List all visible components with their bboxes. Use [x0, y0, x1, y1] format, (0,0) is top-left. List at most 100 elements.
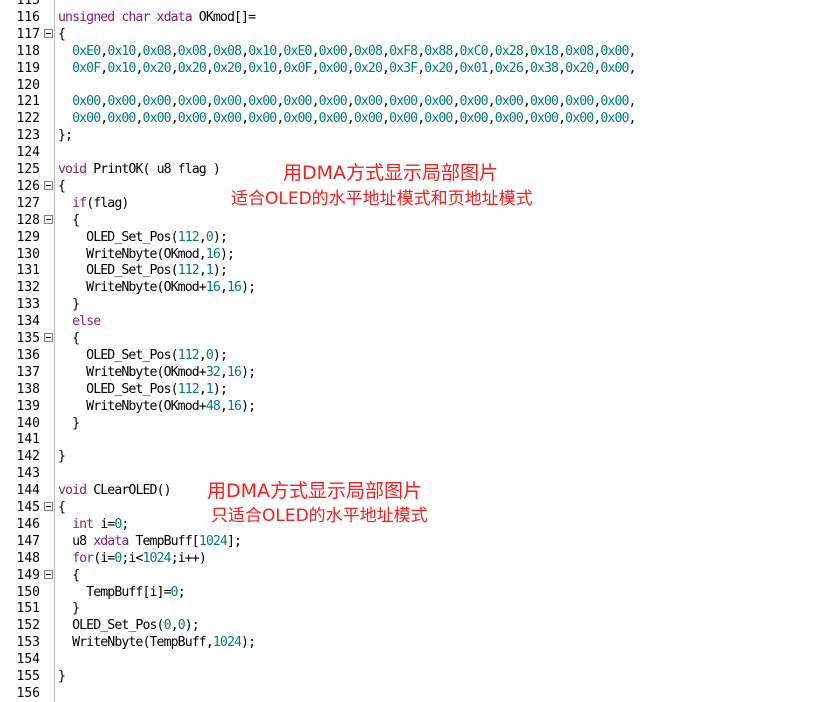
code-line[interactable]: 145{	[0, 499, 818, 516]
code-number: 112	[177, 263, 200, 279]
line-number: 154	[16, 652, 40, 668]
code-token: ,	[593, 111, 601, 127]
code-number: 0x08	[353, 43, 383, 59]
code-token: ,	[219, 280, 228, 296]
code-line[interactable]: 134 else	[0, 313, 818, 330]
code-token: u8	[58, 533, 94, 549]
code-token: ,	[219, 398, 228, 414]
code-line[interactable]: 149 {	[0, 567, 818, 584]
code-line[interactable]: 154	[0, 651, 818, 668]
code-line[interactable]: 115	[0, 0, 818, 9]
code-line[interactable]: 136 OLED_Set_Pos(112,0);	[0, 347, 818, 364]
code-token: ;	[121, 516, 129, 532]
code-line[interactable]: 148 for(i=0;i<1024;i++)	[0, 550, 818, 567]
code-line[interactable]: 127 if(flag)	[0, 195, 818, 212]
code-token: OLED_Set_Pos(	[58, 263, 178, 279]
code-token: ,	[417, 94, 425, 110]
line-number: 134	[16, 314, 40, 330]
code-line[interactable]: 130 WriteNbyte(OKmod,16);	[0, 246, 818, 263]
code-token: ,	[205, 94, 214, 110]
code-text: 0x0F,0x10,0x20,0x20,0x20,0x10,0x0F,0x00,…	[58, 60, 636, 77]
code-keyword: if	[72, 195, 87, 211]
code-number: 0x00	[283, 94, 312, 110]
code-token: ;	[177, 584, 186, 600]
fold-collapse-icon[interactable]	[44, 502, 53, 511]
code-keyword: unsigned char xdata	[58, 9, 193, 25]
code-line[interactable]: 142}	[0, 448, 818, 465]
code-number: 0	[163, 618, 172, 634]
fold-collapse-icon[interactable]	[44, 214, 53, 224]
code-line[interactable]: 146 int i=0;	[0, 516, 818, 533]
code-token: ,	[522, 43, 531, 59]
code-line[interactable]: 138 OLED_Set_Pos(112,1);	[0, 381, 818, 398]
code-line[interactable]: 143	[0, 465, 818, 482]
code-number: 0x00	[212, 111, 242, 127]
code-line[interactable]: 141	[0, 431, 818, 448]
code-line[interactable]: 152 OLED_Set_Pos(0,0);	[0, 617, 818, 634]
fold-collapse-icon[interactable]	[44, 333, 53, 342]
code-line[interactable]: 151 }	[0, 600, 818, 617]
code-number: 0x01	[459, 60, 489, 76]
code-line[interactable]: 119 0x0F,0x10,0x20,0x20,0x20,0x10,0x0F,0…	[0, 60, 818, 77]
code-number: 0x00	[177, 111, 207, 127]
fold-collapse-icon[interactable]	[44, 28, 53, 38]
code-token: ,	[487, 111, 496, 127]
code-line[interactable]: 126{	[0, 178, 818, 195]
line-number: 155	[16, 669, 40, 684]
code-line[interactable]: 140 }	[0, 415, 818, 432]
code-line[interactable]: 121 0x00,0x00,0x00,0x00,0x00,0x00,0x00,0…	[0, 93, 818, 110]
code-number: 0	[177, 618, 186, 634]
code-number: 0x08	[565, 43, 594, 59]
fold-collapse-icon[interactable]	[44, 569, 53, 579]
code-line[interactable]: 129 OLED_Set_Pos(112,0);	[0, 229, 818, 246]
code-line[interactable]: 118 0xE0,0x10,0x08,0x08,0x08,0x10,0xE0,0…	[0, 43, 818, 60]
code-number: 0x00	[529, 94, 559, 110]
code-line[interactable]: 135 {	[0, 330, 818, 347]
code-line[interactable]: 122 0x00,0x00,0x00,0x00,0x00,0x00,0x00,0…	[0, 110, 818, 127]
code-line[interactable]: 155}	[0, 668, 818, 685]
code-number: 0x00	[353, 111, 383, 127]
code-line[interactable]: 150 TempBuff[i]=0;	[0, 584, 818, 601]
code-token: ,	[628, 94, 637, 110]
code-token: ,	[241, 43, 249, 59]
code-number: 0x00	[177, 94, 207, 110]
code-number: 0	[205, 347, 214, 363]
code-text: {	[58, 499, 66, 516]
code-line[interactable]: 123};	[0, 127, 818, 144]
code-text: void PrintOK( u8 flag )	[58, 161, 221, 178]
code-token: ,	[198, 347, 207, 363]
code-line[interactable]: 131 OLED_Set_Pos(112,1);	[0, 262, 818, 279]
code-text: 0x00,0x00,0x00,0x00,0x00,0x00,0x00,0x00,…	[58, 110, 636, 127]
code-keyword: for	[72, 550, 94, 566]
code-line[interactable]: 156	[0, 685, 818, 702]
code-line[interactable]: 147 u8 xdata TempBuff[1024];	[0, 533, 818, 550]
code-line[interactable]: 137 WriteNbyte(OKmod+32,16);	[0, 364, 818, 381]
line-number: 117	[16, 26, 40, 42]
code-number: 16	[226, 280, 242, 296]
code-line[interactable]: 139 WriteNbyte(OKmod+48,16);	[0, 398, 818, 415]
code-keyword: xdata	[93, 533, 129, 549]
code-line[interactable]: 117{	[0, 26, 818, 43]
code-line[interactable]: 128 {	[0, 212, 818, 229]
code-number: 1024	[212, 635, 242, 651]
code-token: ,	[170, 618, 179, 634]
code-line[interactable]: 132 WriteNbyte(OKmod+16,16);	[0, 279, 818, 296]
fold-collapse-icon[interactable]	[44, 180, 53, 190]
code-text: };	[58, 127, 73, 144]
code-number: 0x00	[248, 94, 277, 110]
code-line[interactable]: 120	[0, 77, 818, 94]
code-number: 0x00	[107, 111, 136, 127]
code-token: ,	[452, 111, 460, 127]
code-token	[58, 517, 72, 532]
code-line[interactable]: 153 WriteNbyte(TempBuff,1024);	[0, 634, 818, 651]
code-line[interactable]: 133 }	[0, 296, 818, 313]
code-text: TempBuff[i]=0;	[58, 584, 185, 601]
code-token: ,	[276, 94, 284, 110]
code-line[interactable]: 124	[0, 144, 818, 161]
code-token: ,	[593, 60, 601, 76]
